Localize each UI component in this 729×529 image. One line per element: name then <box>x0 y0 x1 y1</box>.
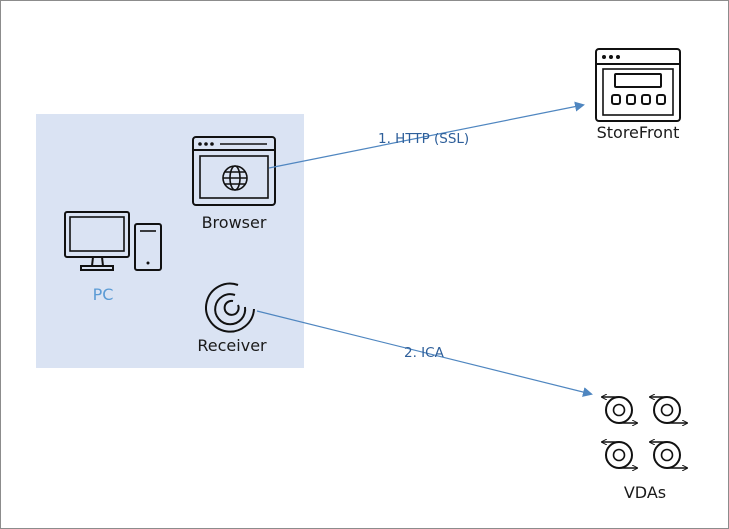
desktop-computer-icon <box>64 211 162 271</box>
browser-label: Browser <box>202 213 267 232</box>
vda-disk-2 <box>650 397 687 423</box>
receiver-label: Receiver <box>197 336 267 355</box>
storefront-icon <box>595 48 681 122</box>
edge-label-http: 1. HTTP (SSL) <box>378 131 469 147</box>
edge-browser-storefront <box>268 101 585 169</box>
vdas-label: VDAs <box>624 483 666 502</box>
edge-receiver-vdas <box>256 310 593 397</box>
vda-disk-3 <box>602 442 637 468</box>
vda-cluster-icon <box>602 397 687 468</box>
pc-group-label: PC <box>93 285 114 304</box>
storefront-label: StoreFront <box>597 123 680 142</box>
receiver-icon <box>205 282 255 333</box>
edge-label-ica: 2. ICA <box>404 345 445 361</box>
vda-disk-4 <box>650 442 687 468</box>
pc-group-box <box>36 114 304 368</box>
browser-globe-icon <box>192 136 276 206</box>
vda-disk-1 <box>602 397 637 423</box>
